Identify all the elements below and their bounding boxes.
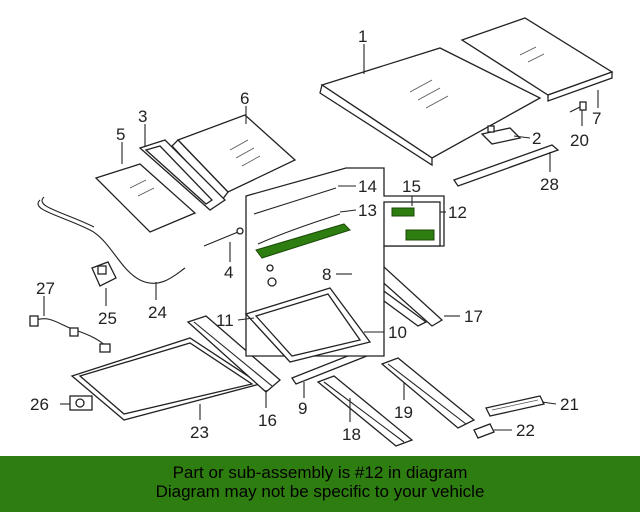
part-25-motor[interactable] bbox=[91, 261, 117, 287]
fastener-icons bbox=[266, 264, 277, 287]
part-13-strip[interactable] bbox=[257, 213, 341, 245]
callout-12: 12 bbox=[448, 203, 467, 222]
part-21-deflector[interactable] bbox=[485, 395, 545, 417]
info-banner: Part or sub-assembly is #12 in diagram D… bbox=[0, 456, 640, 512]
part-16-rail[interactable] bbox=[186, 315, 281, 393]
part-1-roof-panel[interactable] bbox=[319, 47, 542, 167]
callout-10: 10 bbox=[388, 323, 407, 342]
parts-diagram: 1 2 3 4 5 6 7 8 9 10 11 12 13 14 15 16 1… bbox=[29, 17, 614, 447]
part-18-guide-rail[interactable] bbox=[316, 375, 414, 447]
part-28-strip[interactable] bbox=[452, 144, 560, 187]
part-3-frame[interactable] bbox=[138, 139, 227, 211]
callout-labels: 1 2 3 4 5 6 7 8 9 10 11 12 13 14 15 16 1… bbox=[30, 27, 601, 444]
callout-11: 11 bbox=[216, 311, 234, 330]
callout-7: 7 bbox=[592, 109, 601, 128]
part-23-drain-frame[interactable] bbox=[70, 337, 262, 421]
part-20-screw[interactable] bbox=[569, 101, 587, 113]
callout-5: 5 bbox=[116, 125, 125, 144]
callout-27: 27 bbox=[36, 279, 55, 298]
banner-line-2: Diagram may not be specific to your vehi… bbox=[155, 482, 485, 501]
callout-25: 25 bbox=[98, 309, 117, 328]
part-27-harness[interactable] bbox=[29, 315, 111, 353]
part-10-frame[interactable] bbox=[244, 287, 372, 363]
callout-15: 15 bbox=[402, 177, 421, 196]
callout-20: 20 bbox=[570, 131, 589, 150]
callout-21: 21 bbox=[560, 395, 579, 414]
callout-24: 24 bbox=[148, 303, 167, 322]
part-24-drain-hose[interactable] bbox=[37, 196, 186, 284]
leader-lines bbox=[43, 44, 599, 431]
part-19-guide-rail[interactable] bbox=[380, 357, 476, 429]
part-5-sunshade[interactable] bbox=[94, 163, 197, 233]
part-22-clip[interactable] bbox=[473, 423, 495, 439]
callout-18: 18 bbox=[342, 425, 361, 444]
part-14-strip[interactable] bbox=[253, 187, 337, 215]
callout-26: 26 bbox=[30, 395, 49, 414]
part-4-rod[interactable] bbox=[203, 227, 244, 247]
callout-13: 13 bbox=[358, 201, 377, 220]
callout-22: 22 bbox=[516, 421, 535, 440]
callout-17: 17 bbox=[464, 307, 483, 326]
callout-4: 4 bbox=[224, 263, 233, 282]
callout-9: 9 bbox=[298, 399, 307, 418]
callout-19: 19 bbox=[394, 403, 413, 422]
part-26-motor[interactable] bbox=[69, 395, 93, 411]
part-2-bracket[interactable] bbox=[480, 125, 522, 145]
callout-2: 2 bbox=[532, 129, 541, 148]
part-6-front-glass[interactable] bbox=[171, 114, 297, 202]
part-12-highlight[interactable] bbox=[255, 207, 435, 259]
callout-3: 3 bbox=[138, 107, 147, 126]
part-7-rear-glass[interactable] bbox=[460, 17, 614, 102]
callout-23: 23 bbox=[190, 423, 209, 442]
callout-16: 16 bbox=[258, 411, 277, 430]
callout-1: 1 bbox=[358, 27, 367, 46]
callout-28: 28 bbox=[540, 175, 559, 194]
callout-6: 6 bbox=[240, 89, 249, 108]
callout-8: 8 bbox=[322, 265, 331, 284]
banner-line-1: Part or sub-assembly is #12 in diagram bbox=[172, 463, 468, 482]
callout-14: 14 bbox=[358, 177, 377, 196]
